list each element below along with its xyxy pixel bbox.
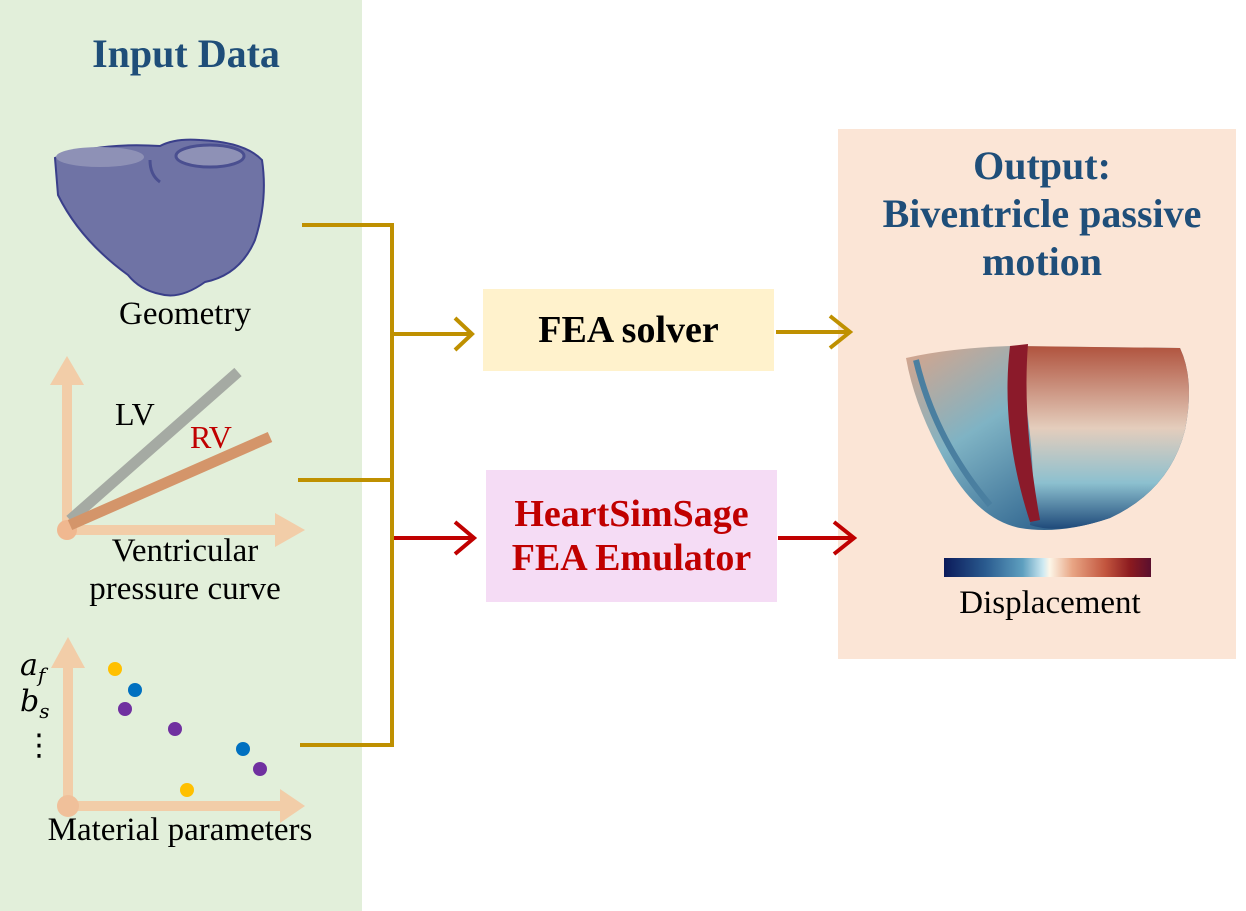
rv-label: RV — [190, 419, 232, 455]
arrow-fea-to-output — [776, 314, 854, 350]
arrowhead-icon — [828, 314, 854, 350]
output-heart-displacement-icon — [906, 344, 1189, 531]
input-connectors — [298, 223, 394, 747]
output-title-line3: motion — [982, 239, 1102, 284]
pressure-y-axis-arrow-icon — [50, 356, 84, 385]
geometry-label: Geometry — [119, 296, 251, 332]
arrowhead-icon — [453, 520, 478, 556]
lv-label: LV — [115, 396, 155, 432]
arrowhead-icon — [832, 520, 858, 556]
displacement-label: Displacement — [959, 585, 1141, 621]
emulator-box: HeartSimSage FEA Emulator — [486, 470, 777, 602]
pressure-x-axis-arrow-icon — [275, 513, 305, 547]
lv-curve — [66, 367, 242, 525]
arrow-to-emulator — [394, 520, 478, 556]
material-point — [128, 683, 142, 697]
material-point — [253, 762, 267, 776]
material-x-axis-arrow-icon — [280, 789, 305, 823]
emulator-label-line2: FEA Emulator — [511, 537, 752, 579]
material-y-axis-arrow-icon — [51, 637, 85, 668]
material-params-plot — [51, 637, 305, 823]
arrow-emulator-to-output — [778, 520, 858, 556]
param-b-s-label: bs — [20, 684, 50, 723]
output-title-line1: Output: — [973, 143, 1111, 188]
material-origin — [57, 795, 79, 817]
material-point — [108, 662, 122, 676]
pressure-curve-plot: LV RV — [50, 356, 305, 547]
fea-solver-label: FEA solver — [538, 309, 719, 351]
input-data-title: Input Data — [92, 31, 280, 76]
param-a-f-label: af — [20, 648, 46, 687]
emulator-label-line1: HeartSimSage — [514, 493, 749, 535]
material-point — [236, 742, 250, 756]
material-points — [108, 662, 267, 797]
ventricular-label-line1: Ventricular — [111, 533, 259, 569]
material-point — [118, 702, 132, 716]
material-point — [168, 722, 182, 736]
heart-geometry-mesh-icon — [53, 138, 265, 297]
param-ellipsis: ⋮ — [24, 728, 54, 763]
material-parameters-label: Material parameters — [47, 812, 313, 848]
displacement-colorbar — [944, 558, 1151, 577]
output-title-line2: Biventricle passive — [882, 191, 1202, 236]
arrow-to-fea-solver — [392, 316, 475, 352]
arrowhead-icon — [453, 316, 475, 352]
ventricular-pressure-label: Ventricular pressure curve — [40, 532, 330, 608]
fea-solver-box: FEA solver — [483, 289, 774, 371]
ventricular-label-line2: pressure curve — [89, 571, 281, 607]
material-point — [180, 783, 194, 797]
rv-curve — [67, 431, 273, 531]
output-title: Output: Biventricle passive motion — [838, 142, 1246, 286]
